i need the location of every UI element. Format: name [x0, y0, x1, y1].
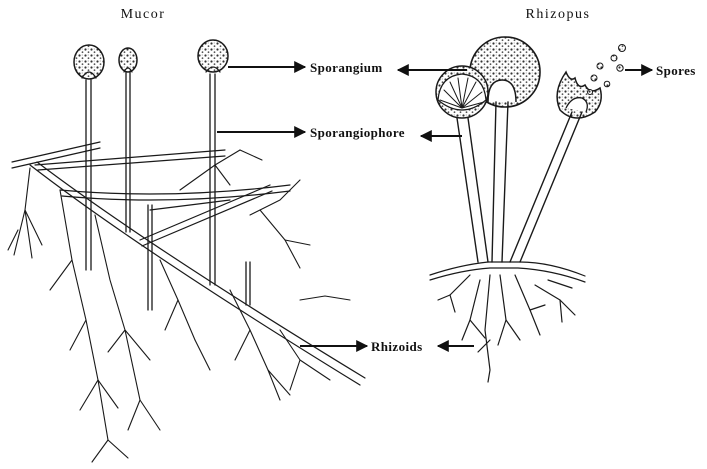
rhizopus-sporangiophores — [456, 101, 583, 263]
rhizopus-illustration — [429, 36, 626, 383]
label-spores: Spores — [656, 63, 696, 78]
rhizopus-sporangium-dehisced — [556, 70, 602, 119]
mucor-stolon — [11, 141, 366, 386]
rhizopus-sporangium-ruptured — [435, 65, 489, 119]
label-rhizoids: Rhizoids — [371, 339, 423, 354]
callout-rhizoids: Rhizoids — [300, 339, 474, 354]
rhizopus-rhizoids — [429, 261, 586, 383]
callout-sporangiophore: Sporangiophore — [217, 125, 462, 142]
label-sporangium: Sporangium — [310, 60, 383, 75]
mucor-illustration — [7, 39, 366, 463]
callout-sporangium: Sporangium — [228, 60, 467, 76]
rhizopus-title: Rhizopus — [526, 7, 591, 22]
label-sporangiophore: Sporangiophore — [310, 125, 405, 140]
mucor-sporangia — [73, 39, 229, 80]
mucor-sporangiophores — [85, 71, 251, 311]
rhizopus-spores — [587, 44, 626, 95]
mucor-rhizoids — [7, 149, 351, 463]
mucor-title: Mucor — [121, 7, 166, 22]
callout-spores: Spores — [625, 63, 696, 78]
